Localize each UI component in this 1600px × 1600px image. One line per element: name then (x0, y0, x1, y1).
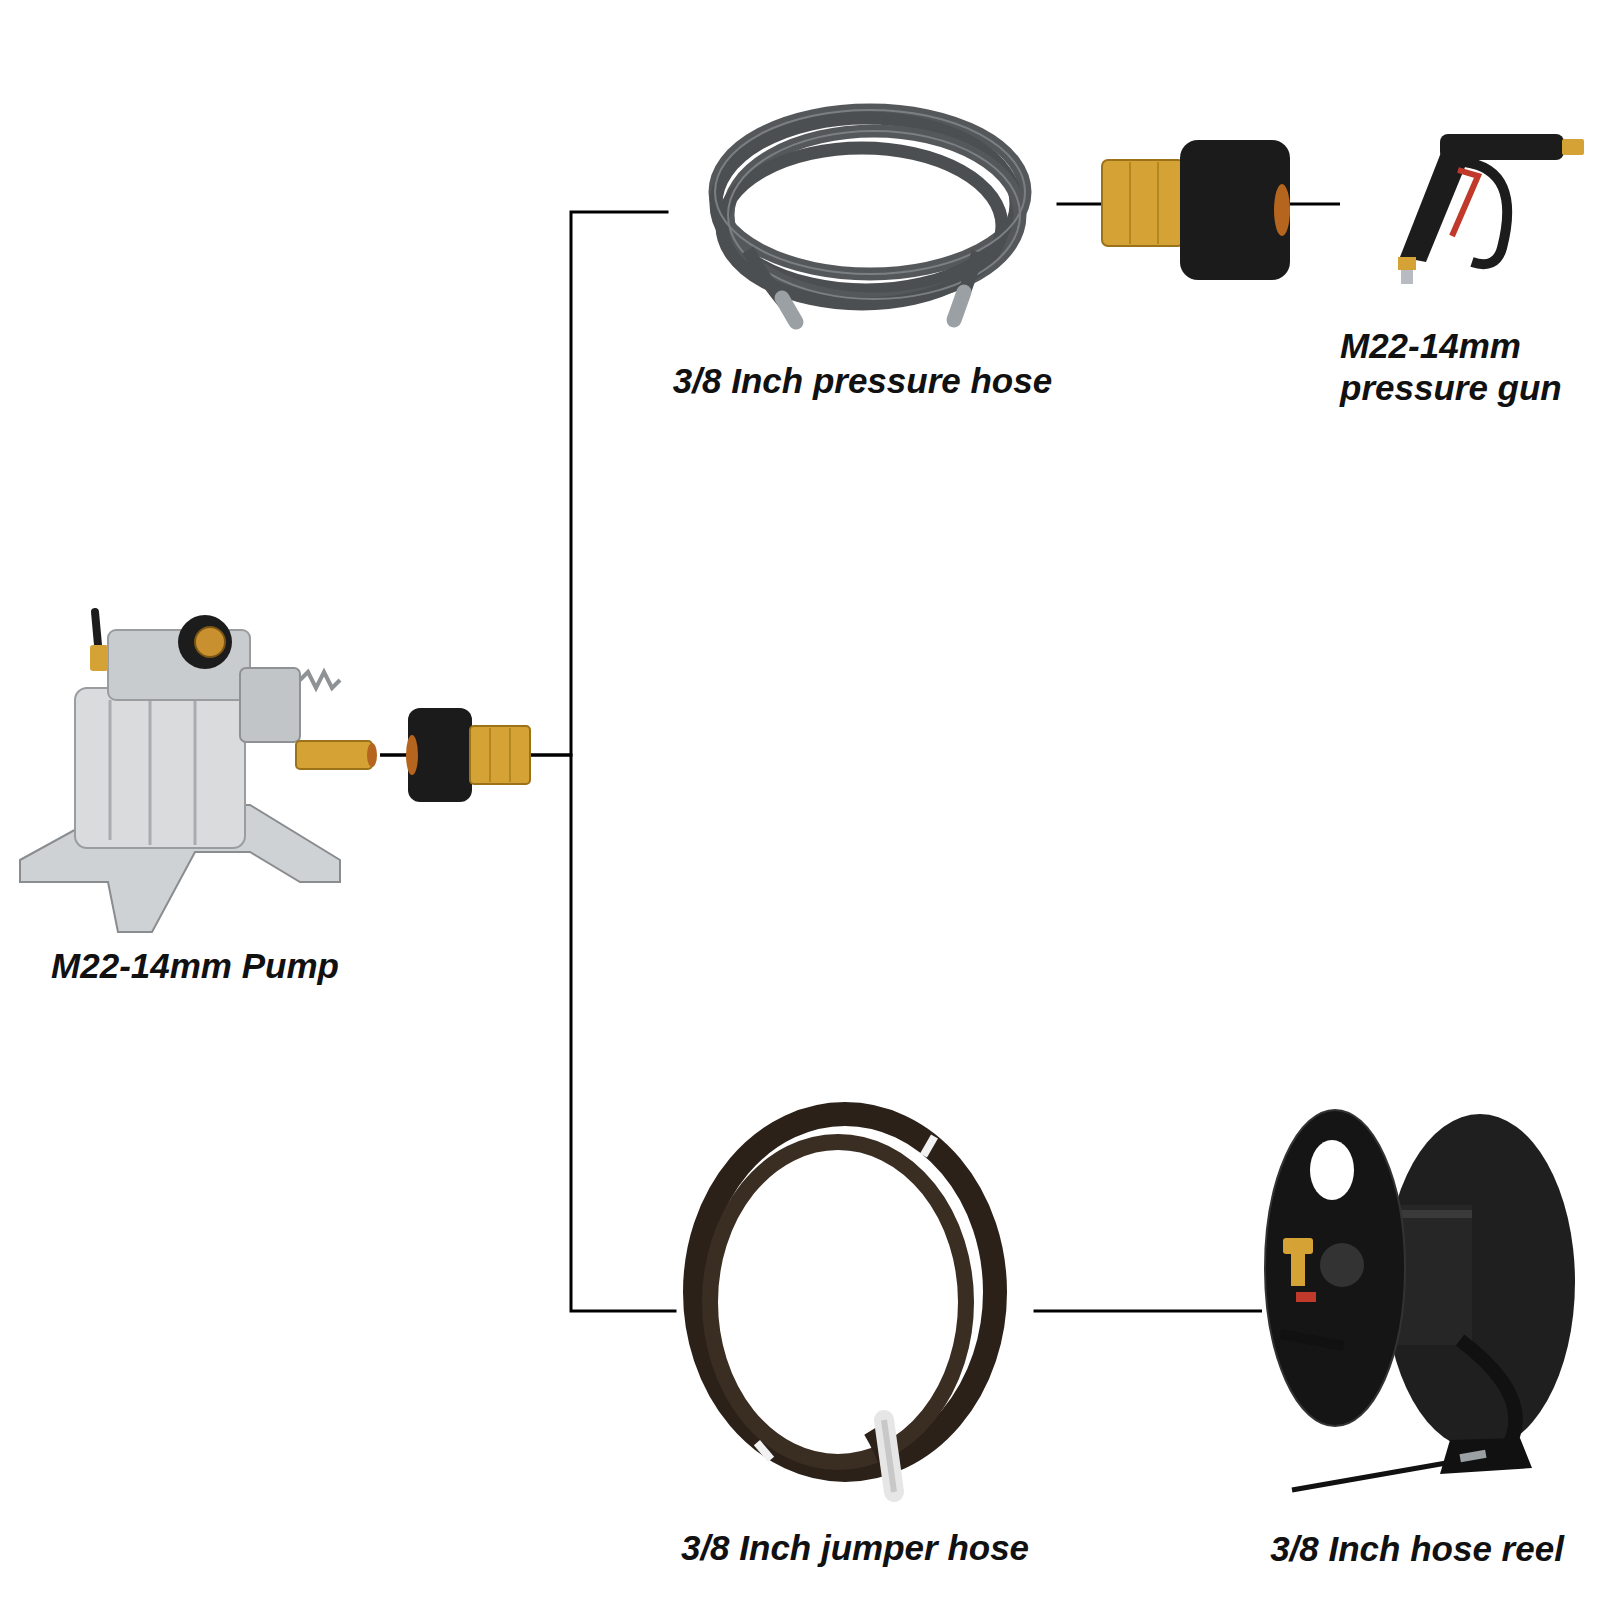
jumper-hose-illustration-part (884, 1420, 894, 1492)
adapter-coupler-part (406, 735, 418, 775)
adapter-coupler-part (1157, 162, 1159, 244)
pump-illustration-part (300, 672, 340, 688)
adapter-coupler-part (1274, 184, 1290, 236)
illustration-space (10, 610, 380, 945)
part-caption: M22-14mm pressure gun (1340, 325, 1592, 409)
pressure-gun-illustration-part (1401, 270, 1413, 284)
pressure-gun-illustration-part (1452, 170, 1478, 236)
pump-illustration-part (367, 743, 377, 767)
hose-reel-illustration-part (1296, 1292, 1316, 1302)
jumper-hose-illustration-part (710, 1142, 966, 1462)
connector-line (380, 755, 677, 1311)
adapter-coupler (1102, 140, 1290, 280)
part-caption: M22-14mm Pump (10, 945, 380, 987)
illustration-space (1262, 1128, 1572, 1528)
part-caption: 3/8 Inch jumper hose (677, 1527, 1034, 1569)
adapter-coupler-part (470, 726, 530, 784)
pressure-hose-illustration (715, 110, 1025, 322)
hose-reel-illustration-part (1291, 1254, 1305, 1286)
hose-reel-illustration-part (1265, 1110, 1405, 1426)
adapter-coupler-part (1180, 140, 1290, 280)
part-node: 3/8 Inch jumper hose (677, 1122, 1034, 1569)
pump-illustration-part (75, 688, 245, 848)
hose-reel-illustration-part (1310, 1140, 1354, 1200)
pump-illustration-part (178, 615, 232, 669)
jumper-hose-illustration-part (884, 1420, 894, 1492)
jumper-hose-illustration (695, 1114, 995, 1492)
pressure-hose-illustration-part (715, 110, 1025, 274)
pump-illustration-part (240, 668, 300, 742)
jumper-hose-illustration-part (754, 1440, 774, 1462)
connector-line (380, 212, 669, 755)
pressure-gun-illustration-part (1562, 139, 1584, 155)
part-node: M22-14mm pressure gun (1340, 125, 1592, 409)
pressure-hose-illustration-part (782, 298, 796, 322)
hose-reel-illustration-part (1460, 1340, 1516, 1452)
adapter-coupler (406, 708, 530, 802)
pump-illustration-part (109, 700, 112, 840)
hose-reel-illustration-part (1320, 1243, 1364, 1287)
adapter-coupler-part (1102, 160, 1184, 246)
pressure-hose-illustration-part (954, 292, 964, 320)
part-node: 3/8 Inch pressure hose (669, 95, 1057, 402)
pump-illustration-part (296, 741, 372, 769)
pump-illustration-part (149, 700, 152, 845)
illustration-space (1340, 125, 1592, 325)
hose-reel-illustration-part (1280, 1330, 1345, 1351)
pressure-gun-illustration-part (1398, 257, 1416, 270)
hose-reel-illustration-part (1440, 1438, 1532, 1474)
connector-line (1034, 1310, 1263, 1313)
jumper-hose-illustration-part (920, 1134, 938, 1157)
pump-illustration-part (95, 612, 98, 645)
hose-reel-illustration-part (1292, 1462, 1452, 1490)
hose-reel-illustration (1265, 1110, 1575, 1490)
pump-illustration-part (195, 627, 225, 657)
adapter-coupler-part (1129, 162, 1131, 244)
pump-illustration-part (90, 645, 108, 671)
jumper-hose-illustration-part (695, 1114, 995, 1470)
pressure-gun-illustration-part (1465, 162, 1507, 264)
hose-reel-illustration-part (1283, 1238, 1313, 1254)
part-node: 3/8 Inch hose reel (1262, 1128, 1572, 1570)
hose-reel-illustration-part (1460, 1450, 1487, 1462)
illustration-space (677, 1122, 1034, 1527)
pressure-gun-illustration (1398, 134, 1584, 284)
illustration-space (669, 95, 1057, 360)
pressure-hose-illustration-part (722, 148, 1002, 304)
pressure-gun-illustration-part (1400, 150, 1472, 262)
pressure-hose-illustration-part (728, 131, 1020, 299)
adapter-coupler-part (509, 728, 511, 782)
part-caption: 3/8 Inch pressure hose (669, 360, 1057, 402)
pump-illustration (20, 612, 377, 932)
adapter-coupler-part (489, 728, 491, 782)
part-node: M22-14mm Pump (10, 610, 380, 987)
pump-illustration-part (194, 700, 197, 845)
part-caption: 3/8 Inch hose reel (1262, 1528, 1572, 1570)
